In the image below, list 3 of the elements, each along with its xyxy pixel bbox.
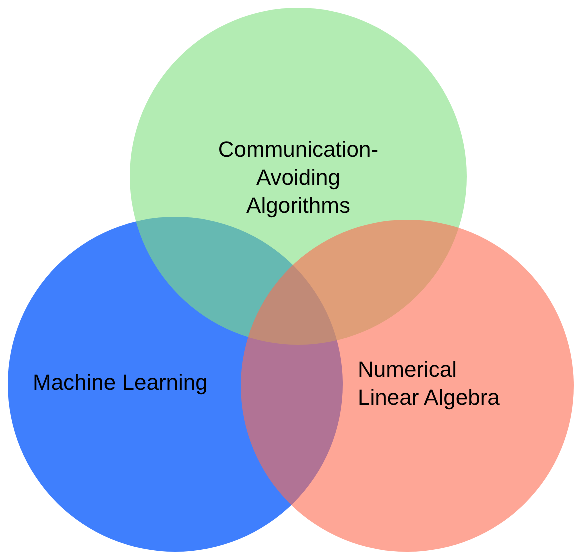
circle-label: Numerical Linear Algebra — [358, 356, 501, 412]
circle-label: Machine Learning — [33, 369, 209, 397]
circle-label: Communication-Avoiding Algorithms — [217, 136, 380, 220]
